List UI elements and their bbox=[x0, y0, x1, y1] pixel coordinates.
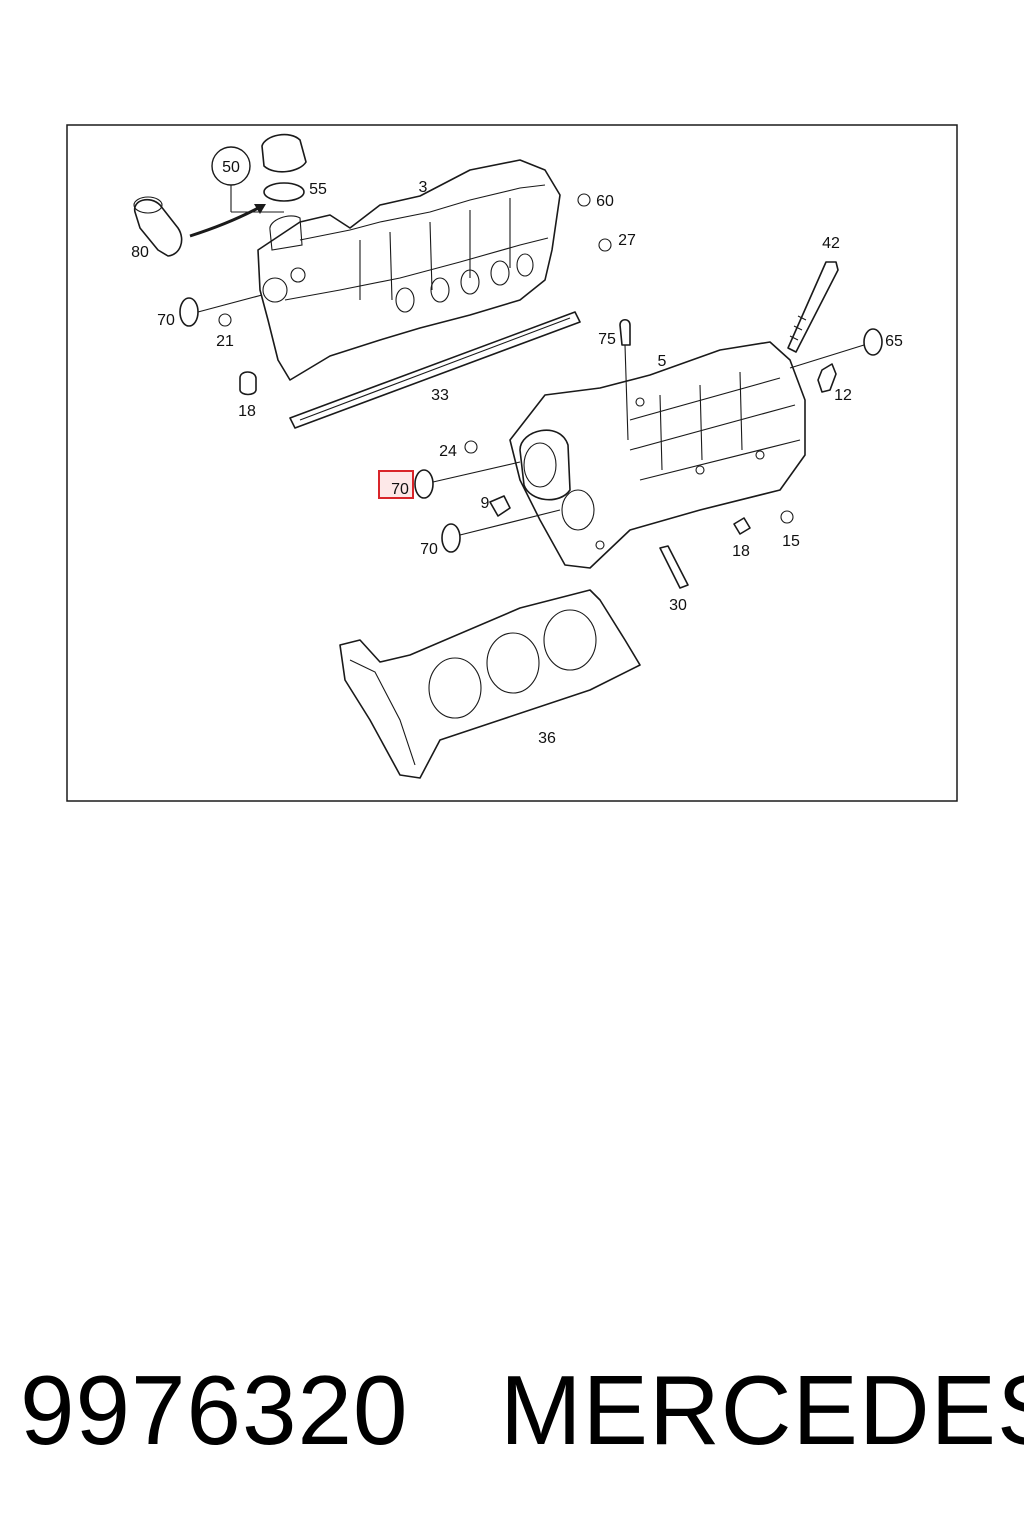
label-27: 27 bbox=[618, 232, 636, 249]
label-42: 42 bbox=[822, 235, 840, 252]
exploded-parts-diagram: 50 55 3 60 27 42 80 70 21 75 65 5 12 18 … bbox=[66, 124, 958, 802]
label-18-lower: 18 bbox=[732, 543, 750, 560]
label-33: 33 bbox=[431, 387, 449, 404]
highlight-box-70 bbox=[378, 470, 414, 499]
arrow-80-to-head bbox=[189, 204, 263, 238]
label-75: 75 bbox=[598, 331, 616, 348]
cap-50 bbox=[261, 133, 307, 173]
label-5: 5 bbox=[658, 353, 667, 370]
dowel-9 bbox=[489, 495, 511, 517]
label-70-lower: 70 bbox=[420, 541, 438, 558]
label-50: 50 bbox=[222, 159, 240, 176]
brand-name: MERCEDES bbox=[500, 1355, 1024, 1465]
sensor-75 bbox=[619, 318, 631, 346]
stud-30 bbox=[659, 545, 689, 589]
plug-18-lower bbox=[733, 517, 751, 535]
diagram-frame bbox=[66, 124, 958, 802]
label-70-upper: 70 bbox=[157, 312, 175, 329]
plug-18-upper bbox=[239, 371, 257, 396]
valve-cover-gasket bbox=[289, 311, 581, 429]
lower-cylinder-head bbox=[509, 341, 806, 569]
label-65: 65 bbox=[885, 333, 903, 350]
breather-pipe bbox=[133, 196, 183, 257]
label-80: 80 bbox=[131, 244, 149, 261]
label-21: 21 bbox=[216, 333, 234, 350]
label-24: 24 bbox=[439, 443, 457, 460]
label-30: 30 bbox=[669, 597, 687, 614]
o-ring-55 bbox=[263, 182, 305, 202]
label-15: 15 bbox=[782, 533, 800, 550]
label-18-upper: 18 bbox=[238, 403, 256, 420]
seal-ring-70-highlighted bbox=[414, 469, 434, 499]
label-3: 3 bbox=[419, 179, 428, 196]
label-12: 12 bbox=[834, 387, 852, 404]
head-gasket-36 bbox=[339, 589, 641, 779]
head-bolt-42 bbox=[787, 261, 839, 353]
label-36: 36 bbox=[538, 730, 556, 747]
seal-ring-65 bbox=[863, 328, 883, 356]
label-9: 9 bbox=[481, 495, 490, 512]
part-number: 9976320 bbox=[20, 1355, 409, 1465]
upper-cylinder-head bbox=[257, 159, 561, 381]
bolt-12 bbox=[817, 363, 837, 393]
label-55: 55 bbox=[309, 181, 327, 198]
label-60: 60 bbox=[596, 193, 614, 210]
seal-ring-70-lower bbox=[441, 523, 461, 553]
label-70-highlighted: 70 bbox=[391, 481, 409, 498]
product-caption: 9976320 MERCEDES bbox=[0, 1355, 1024, 1475]
